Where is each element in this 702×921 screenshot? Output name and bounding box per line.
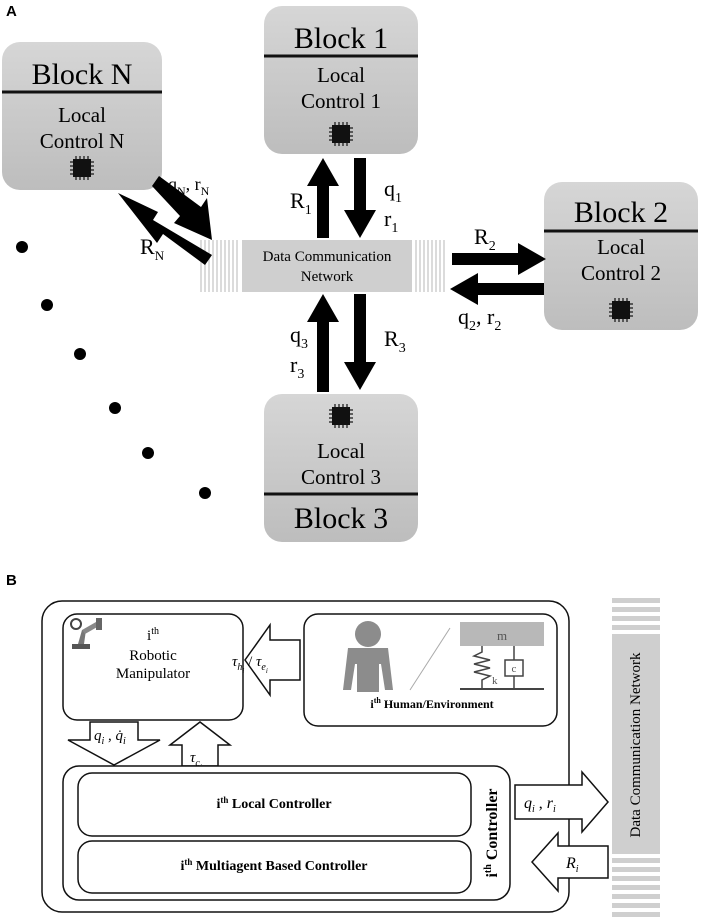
block-1-local-line1: Local (317, 63, 365, 87)
chip-icon (328, 403, 354, 429)
arrow-q-r-out (514, 769, 609, 835)
local-controller-label: ith Local Controller (216, 795, 331, 812)
label-r1: R1 (290, 188, 312, 218)
panel-a-label: A (6, 3, 17, 20)
spring-label: k (492, 675, 498, 687)
label-q1: q1 (384, 176, 402, 206)
block-2-title: Block 2 (574, 196, 668, 229)
block-3-title: Block 3 (294, 502, 388, 535)
multiagent-controller-box (77, 840, 472, 894)
arrows-a (118, 158, 546, 392)
block-1-title: Block 1 (294, 22, 388, 55)
damper-label: c (512, 663, 517, 675)
block-1: Block 1 Local Control 1 (264, 6, 418, 154)
block-n-local-line1: Local (58, 103, 106, 127)
block-3-local-line2: Control 3 (301, 465, 381, 489)
chip-icon (608, 297, 634, 323)
manipulator-line1: ith (147, 626, 159, 644)
arrow-r-in (530, 831, 609, 893)
block-n-title: Block N (32, 58, 133, 91)
block-n-local-line2: Control N (40, 129, 125, 153)
label-q-qdot: qi , q̇i (94, 728, 126, 747)
local-controller-box (77, 772, 472, 837)
network-bar: Data Communication Network (200, 240, 445, 292)
multiagent-controller-label: ith Multiagent Based Controller (180, 857, 367, 874)
label-r1-lower: r1 (384, 206, 398, 236)
ellipsis-dots (16, 241, 211, 499)
network-vertical-label: Data Communication Network (628, 652, 644, 837)
network-bar-vertical: Data Communication Network (612, 598, 660, 917)
human-environment-box: m k c ith Human/Environment (303, 613, 558, 727)
manipulator-box: ith Robotic Manipulator (62, 613, 244, 721)
arrow-r2 (452, 243, 546, 275)
arrow-r1 (307, 158, 339, 238)
person-icon (343, 621, 393, 692)
block-2: Block 2 Local Control 2 (544, 182, 698, 330)
network-label-line1: Data Communication (263, 249, 392, 265)
block-n: Block N Local Control N (2, 42, 162, 190)
block-2-local-line2: Control 2 (581, 261, 661, 285)
arrow-tau-c (167, 721, 233, 767)
label-q2-r2: q2, r2 (458, 304, 501, 334)
controller-vertical-label: ith Controller (483, 788, 501, 877)
arrow-q2 (450, 273, 544, 305)
label-r3: R3 (384, 326, 406, 356)
arrow-q1 (344, 158, 376, 238)
label-qn-rn: qN, rN (168, 174, 210, 198)
label-r3-lower: r3 (290, 352, 304, 382)
arrow-tau-h (244, 622, 301, 698)
block-1-local-line2: Control 1 (301, 89, 381, 113)
label-r2: R2 (474, 224, 496, 254)
label-q3: q3 (290, 322, 308, 352)
human-environment-label: ith Human/Environment (370, 696, 493, 711)
manipulator-line3: Manipulator (116, 666, 190, 682)
label-r-in: Ri (565, 855, 579, 875)
block-3: Local Control 3 Block 3 (264, 394, 418, 542)
arrow-rn (118, 193, 212, 265)
label-tau-h-e: τhi / τei (232, 654, 268, 675)
label-rn: RN (140, 234, 165, 263)
arrow-q3 (307, 294, 339, 392)
manipulator-line2: Robotic (129, 648, 177, 664)
outer-container (41, 600, 570, 913)
mass-spring-damper-icon: m k c (460, 622, 544, 690)
block-2-local-line1: Local (597, 235, 645, 259)
arrow-q-down (67, 721, 161, 766)
label-q-r: qi , ri (524, 795, 556, 815)
chip-icon (328, 121, 354, 147)
arrow-r3 (344, 294, 376, 390)
arrow-qn (152, 176, 212, 240)
panel-b-label: B (6, 572, 17, 589)
block-3-local-line1: Local (317, 439, 365, 463)
mass-label: m (497, 628, 507, 643)
chip-icon (69, 155, 95, 181)
controller-container: ith Local Controller ith Multiagent Base… (62, 765, 511, 901)
robot-arm-icon (70, 618, 102, 649)
network-label-line2: Network (301, 269, 354, 285)
